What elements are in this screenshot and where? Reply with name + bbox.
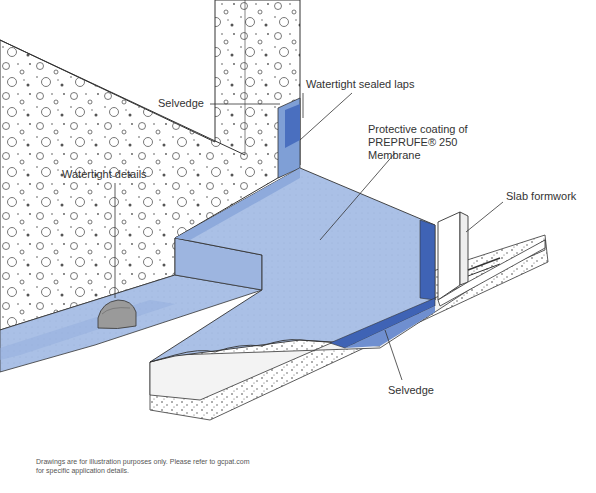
callout-label: Watertight details [62, 168, 182, 181]
callout-label: Selvedge [158, 97, 218, 110]
callout-label: Watertight sealed laps [306, 78, 446, 91]
callout-label: Slab formwork [506, 190, 591, 203]
footnote: Drawings are for illustration purposes o… [36, 457, 251, 475]
callout-label: Selvedge [388, 384, 448, 397]
callout-label: Protective coating of PREPRUFE® 250 Memb… [368, 123, 508, 162]
